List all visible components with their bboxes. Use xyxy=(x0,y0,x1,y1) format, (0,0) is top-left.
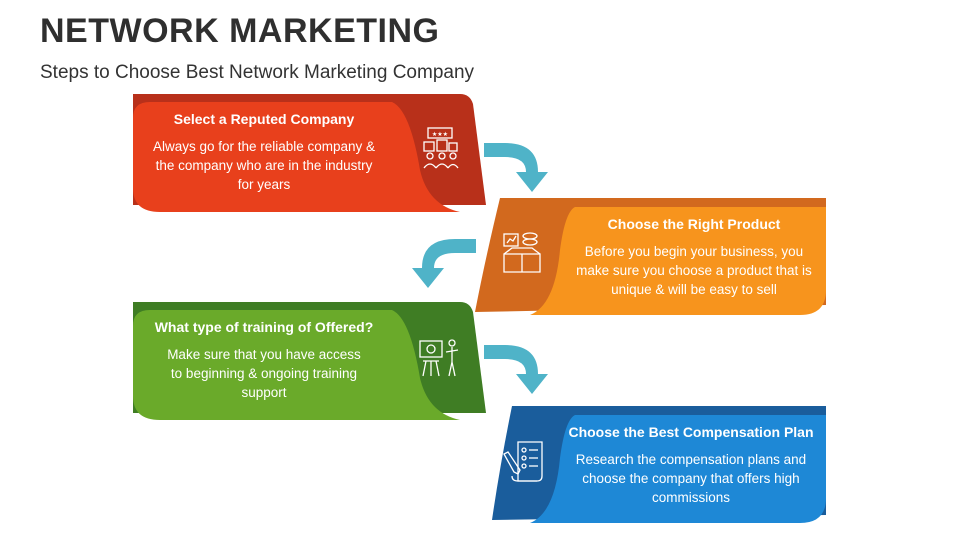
step-card-2-front xyxy=(530,207,826,315)
curved-arrow-2 xyxy=(412,239,476,288)
step-1-heading: Select a Reputed Company xyxy=(173,111,355,127)
step-card-4 xyxy=(492,406,826,523)
curved-arrow-1 xyxy=(484,143,548,192)
step-3-text: What type of training of Offered? Make s… xyxy=(140,319,388,402)
training-presentation-icon xyxy=(419,339,459,377)
step-card-1-front xyxy=(133,102,460,212)
step-1-text: Select a Reputed Company Always go for t… xyxy=(150,111,378,194)
page-title: NETWORK MARKETING xyxy=(40,12,440,50)
step-card-4-front xyxy=(530,415,826,523)
step-card-2 xyxy=(475,198,826,315)
svg-text:★★★: ★★★ xyxy=(432,131,448,138)
step-3-heading: What type of training of Offered? xyxy=(154,319,374,335)
compensation-checklist-icon xyxy=(503,441,543,482)
step-card-3 xyxy=(133,302,486,420)
step-card-3-front xyxy=(133,310,460,420)
step-2-heading: Choose the Right Product xyxy=(607,216,781,232)
step-2-text: Choose the Right Product Before you begi… xyxy=(570,216,818,299)
step-4-text: Choose the Best Compensation Plan Resear… xyxy=(565,424,817,507)
step-3-body: Make sure that you have access to beginn… xyxy=(167,347,361,400)
curved-arrow-3 xyxy=(484,345,548,394)
step-4-body: Research the compensation plans and choo… xyxy=(575,452,807,505)
step-1-body: Always go for the reliable company & the… xyxy=(152,139,376,192)
step-4-heading: Choose the Best Compensation Plan xyxy=(568,424,814,440)
step-card-1 xyxy=(133,94,486,212)
page-subtitle: Steps to Choose Best Network Marketing C… xyxy=(40,62,475,83)
product-box-icon xyxy=(503,232,541,273)
company-building-icon: ★★★ xyxy=(423,127,459,169)
step-2-body: Before you begin your business, you make… xyxy=(576,244,812,297)
